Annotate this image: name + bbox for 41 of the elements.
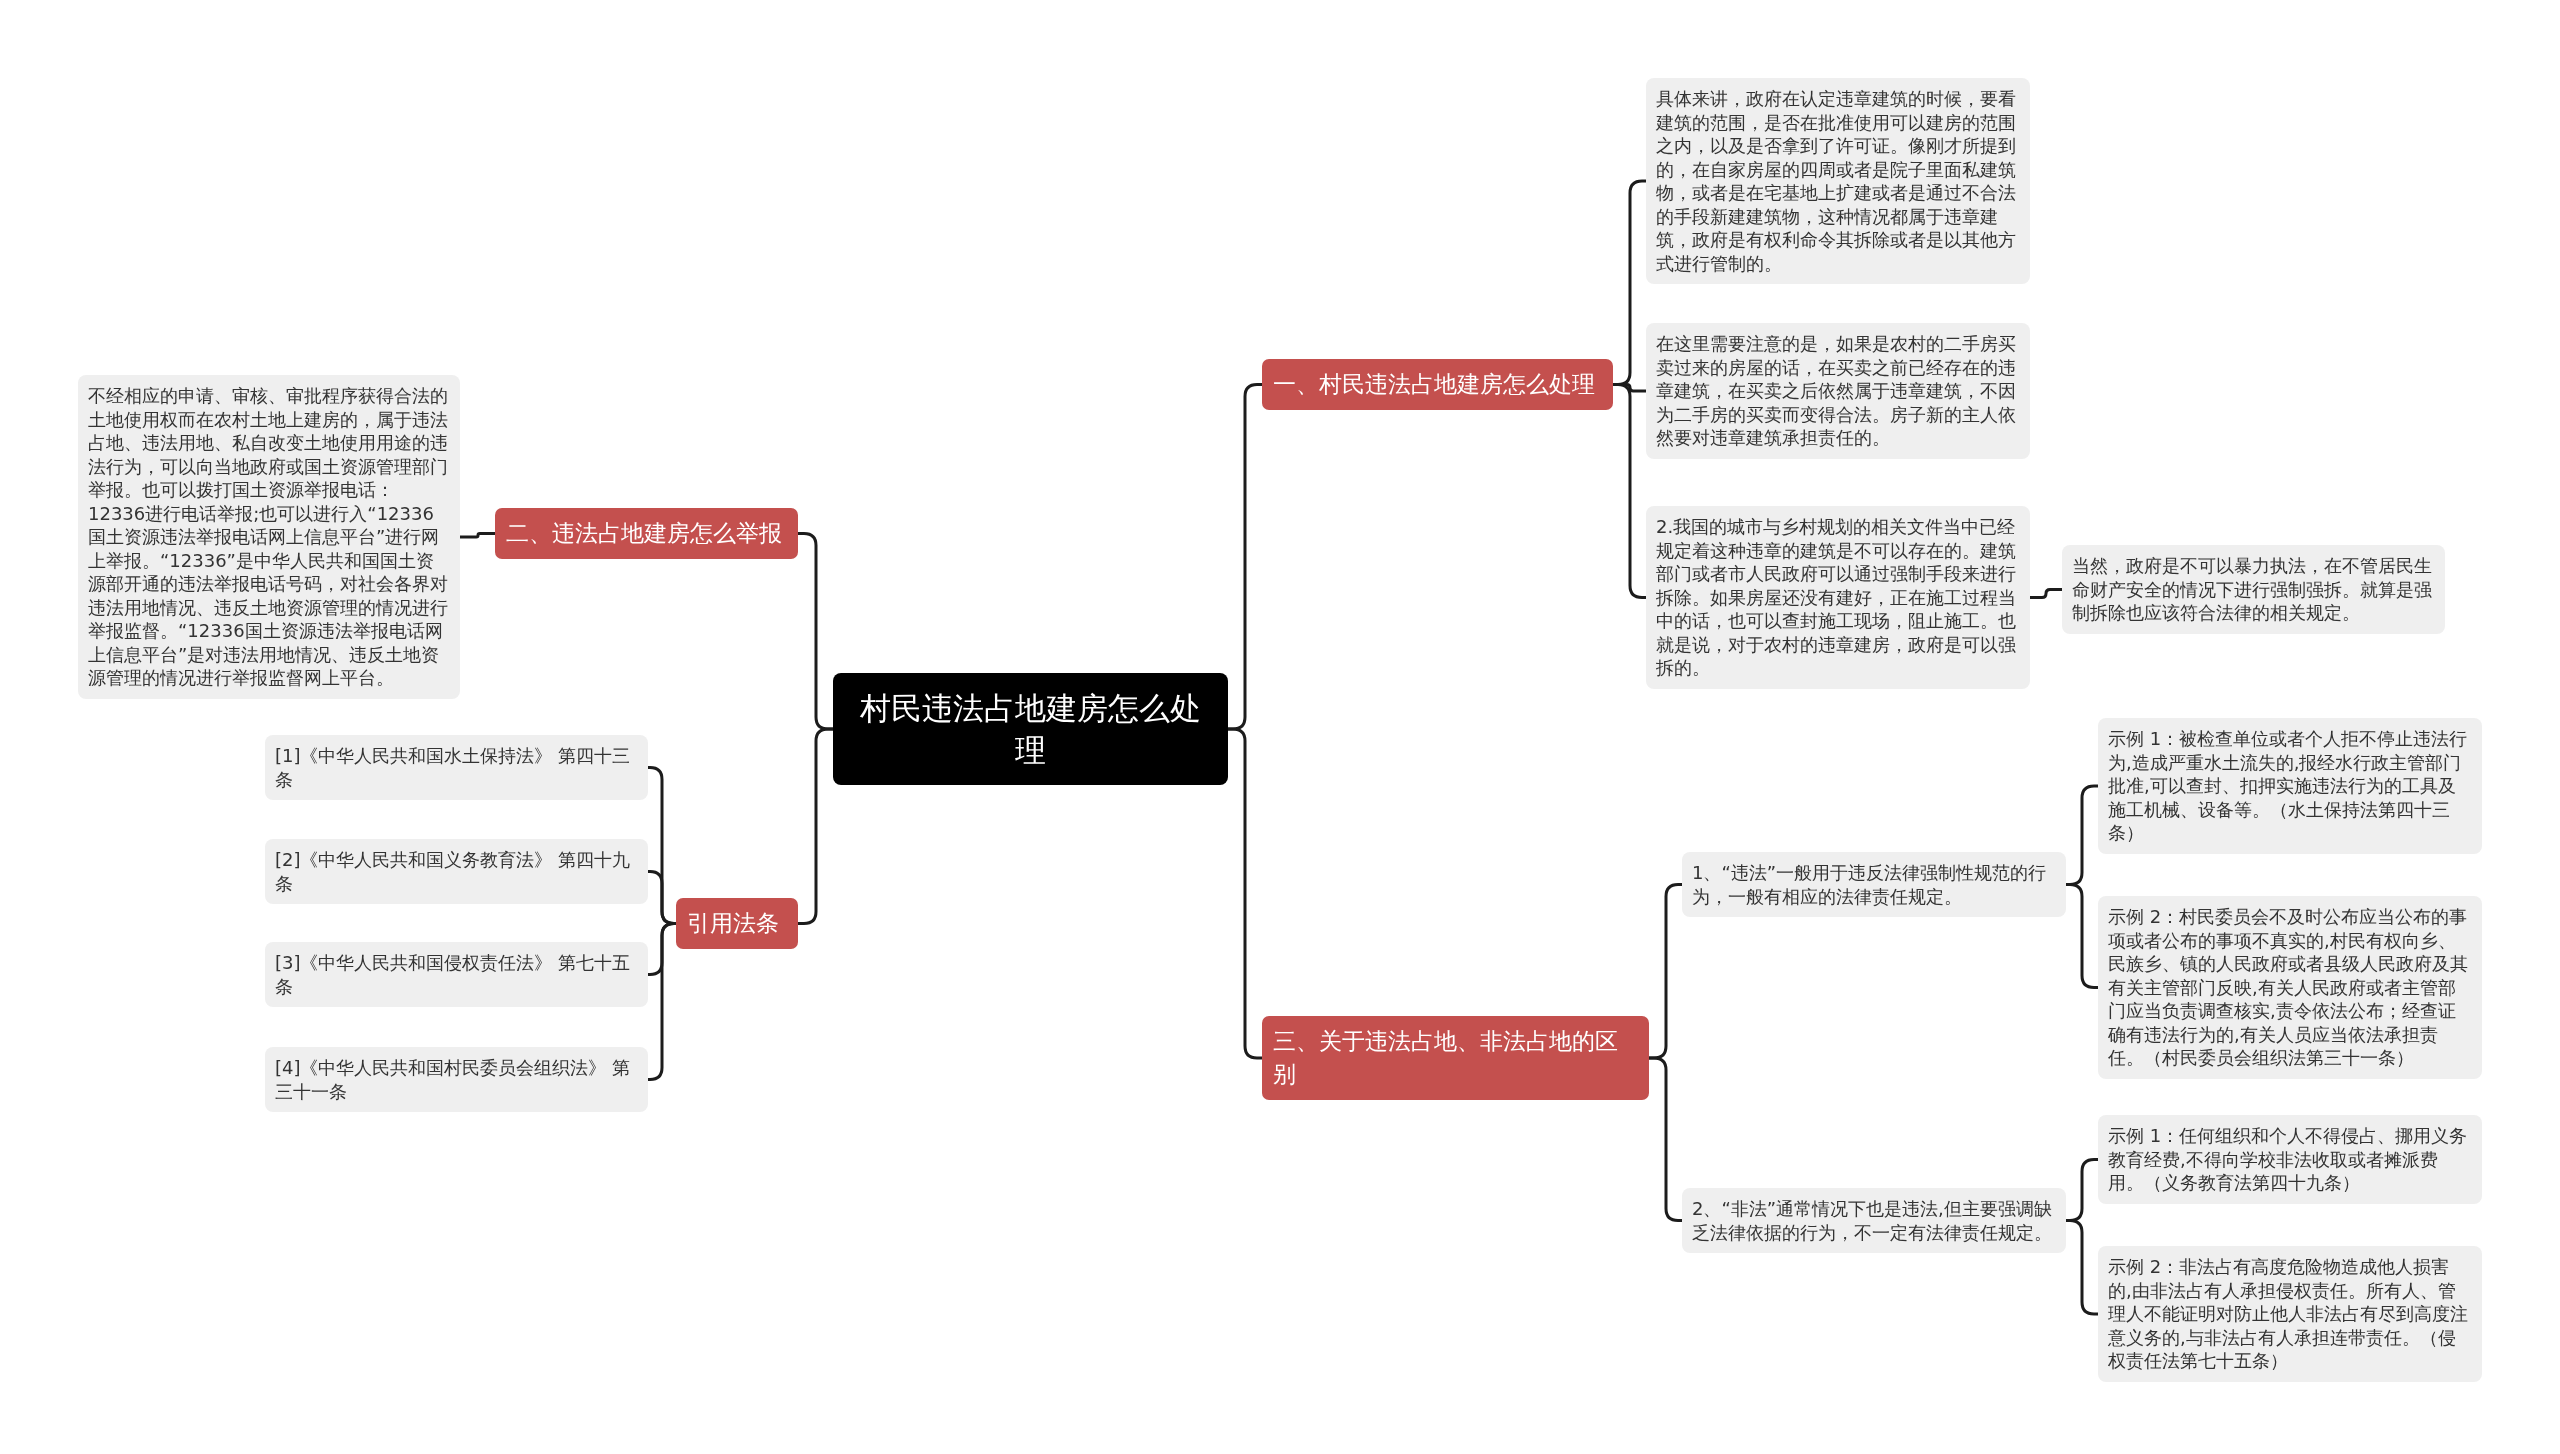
note-card [265, 839, 648, 904]
central-topic-text: 村民违法占地建房怎么处理 [859, 689, 1202, 770]
branch-topic-text: 引用法条 [687, 909, 780, 938]
branch-topic-text: 三、关于违法占地、非法占地的区别 [1273, 1027, 1619, 1089]
note-text: 1、“违法”一般用于违反法律强制性规范的行为，一般有相应的法律责任规定。 [1692, 861, 2048, 908]
note-card [1682, 852, 2066, 917]
note-text: 2.我国的城市与乡村规划的相关文件当中已经规定着这种违章的建筑是不可以存在的。建筑部门或者市人民政府可以通过强制手段来进行拆除。如果房屋还没有建好，正在施工过程当中的话，也可以查封施工现场，阻止施工。也就是说，对于农村的违章建房，政府是可以强拆的。 [1656, 515, 2017, 680]
note-text: 具体来讲，政府在认定违章建筑的时候，要看建筑的范围，是否在批准使用可以建房的范围之内，以及是否拿到了许可证。像刚才所提到的，在自家房屋的四周或者是院子里面私建筑物，或者是在宅基地上扩建或者是通过不合法的手段新建建筑物，这种情况都属于违章建筑，政府是有权利命令其拆除或者是以其他方式进行管制的。 [1656, 87, 2017, 275]
branch-topic-text: 一、村民违法占地建房怎么处理 [1273, 370, 1596, 399]
connector-line [2030, 588, 2062, 599]
central-topic-card [833, 673, 1228, 785]
branch-topic-text: 二、违法占地建房怎么举报 [506, 519, 783, 548]
note-text: [2]《中华人民共和国义务教育法》 第四十九条 [275, 848, 632, 895]
note-text: 示例 1：被检查单位或者个人拒不停止违法行为,造成严重水土流失的,报经水行政主管部门批准,可以查封、扣押实施违法行为的工具及施工机械、设备等。（水土保持法第四十三条） [2108, 727, 2469, 845]
note-text: 示例 2：非法占有高度危险物造成他人损害的,由非法占有人承担侵权责任。所有人、管理人不能证明对防止他人非法占有尽到高度注意义务的,与非法占有人承担连带责任。（侵权责任法第七十五条） [2108, 1255, 2469, 1373]
note-card [2098, 1246, 2482, 1382]
note-card [2098, 718, 2482, 854]
note-card [265, 942, 648, 1007]
note-card [2098, 1115, 2482, 1204]
note-text: 当然，政府是不可以暴力执法，在不管居民生命财产安全的情况下进行强制强拆。就算是强制拆除也应该符合法律的相关规定。 [2072, 554, 2433, 625]
note-text: [1]《中华人民共和国水土保持法》 第四十三条 [275, 744, 632, 791]
note-card [265, 735, 648, 800]
branch-topic-card [676, 898, 798, 949]
note-card [265, 1047, 648, 1112]
note-card [2062, 545, 2445, 634]
note-card [1646, 506, 2030, 689]
branch-topic-card [1262, 359, 1613, 410]
note-card [1682, 1188, 2066, 1253]
note-card [1646, 323, 2030, 459]
note-text: 示例 1：任何组织和个人不得侵占、挪用义务教育经费,不得向学校非法收取或者摊派费用。（义务教育法第四十九条） [2108, 1124, 2469, 1195]
branch-topic-card [1262, 1016, 1649, 1100]
note-text: [4]《中华人民共和国村民委员会组织法》 第三十一条 [275, 1056, 632, 1103]
note-text: 2、“非法”通常情况下也是违法,但主要强调缺乏法律依据的行为，不一定有法律责任规定。 [1692, 1197, 2053, 1244]
note-text: 示例 2：村民委员会不及时公布应当公布的事项或者公布的事项不真实的,村民有权向乡、民族乡、镇的人民政府或者县级人民政府及其有关主管部门反映,有关人民政府或者主管部门应当负责调查核实,责令依法公布；经查证确有违法行为的,有关人员应当依法承担责任。（村民委员会组织法第三十一条） [2108, 905, 2469, 1070]
note-text: 在这里需要注意的是，如果是农村的二手房买卖过来的房屋的话，在买卖之前已经存在的违章建筑，在买卖之后依然属于违章建筑，不因为二手房的买卖而变得合法。房子新的主人依然要对违章建筑承担责任的。 [1656, 332, 2017, 450]
connector-line [647, 922, 677, 1081]
note-text: [3]《中华人民共和国侵权责任法》 第七十五条 [275, 951, 632, 998]
note-text: 不经相应的申请、审核、审批程序获得合法的土地使用权而在农村土地上建房的，属于违法占地、违法用地、私自改变土地使用用途的违法行为，可以向当地政府或国土资源管理部门举报。也可以拨打国土资源举报电话：12336进行电话举报;也可以进行入“12336国土资源违法举报电话网上信息平台”进行网上举报。“12336”是中华人民共和国国土资源部开通的违法举报电话号码，对社会各界对违法用地情况、违反土地资源管理的情况进行举报监督。“12336国土资源违法举报电话网上信息平台”是对违法用地情况、违反土地资源管理的情况进行举报监督网上平台。 [88, 384, 449, 690]
connector-line [460, 532, 495, 539]
note-card [2098, 896, 2482, 1079]
branch-topic-card [495, 508, 798, 559]
